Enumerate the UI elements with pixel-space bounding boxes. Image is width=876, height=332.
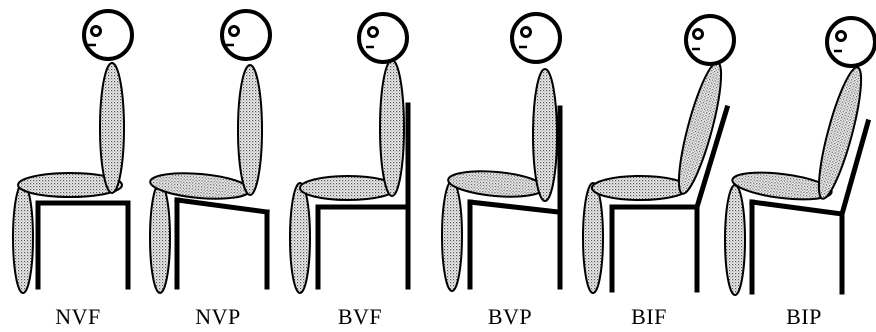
trunk-nvp (238, 65, 262, 195)
label-nvf: NVF (38, 304, 118, 330)
lower-leg-nvf (13, 183, 33, 293)
chair-nvf (38, 203, 128, 287)
label-bip: BIP (764, 304, 844, 330)
person-bvf (290, 14, 407, 293)
person-nvf (13, 11, 132, 293)
person-bvp (442, 14, 560, 291)
lower-leg-nvp (150, 183, 170, 293)
figure-bif (583, 16, 734, 293)
label-bvp: BVP (470, 304, 550, 330)
lower-leg-bip (725, 185, 745, 295)
lower-leg-bif (583, 183, 603, 293)
trunk-bip (811, 64, 869, 202)
head-nvp (222, 11, 270, 59)
chair-nvp (177, 200, 267, 287)
figure-nvp (149, 11, 270, 293)
head-bif (686, 16, 734, 64)
chair-bip (752, 122, 868, 292)
trunk-bvf (380, 60, 404, 196)
thigh-bif (592, 176, 688, 200)
thigh-bip (731, 168, 833, 204)
label-nvp: NVP (178, 304, 258, 330)
person-bip (725, 18, 875, 295)
label-bif: BIF (609, 304, 689, 330)
figure-bvf (290, 14, 408, 293)
person-nvp (149, 11, 270, 293)
label-bvf: BVF (320, 304, 400, 330)
head-bvp (512, 14, 560, 62)
head-bvf (359, 14, 407, 62)
figure-bip (725, 18, 875, 295)
lower-leg-bvf (290, 183, 310, 293)
head-nvf (84, 11, 132, 59)
figure-nvf (13, 11, 132, 293)
trunk-bvp (533, 69, 557, 201)
thigh-bvf (300, 176, 396, 200)
thigh-bvp (447, 168, 545, 200)
figure-bvp (442, 14, 560, 291)
head-bip (827, 18, 875, 66)
lower-leg-bvp (442, 181, 462, 291)
trunk-nvf (100, 63, 124, 193)
